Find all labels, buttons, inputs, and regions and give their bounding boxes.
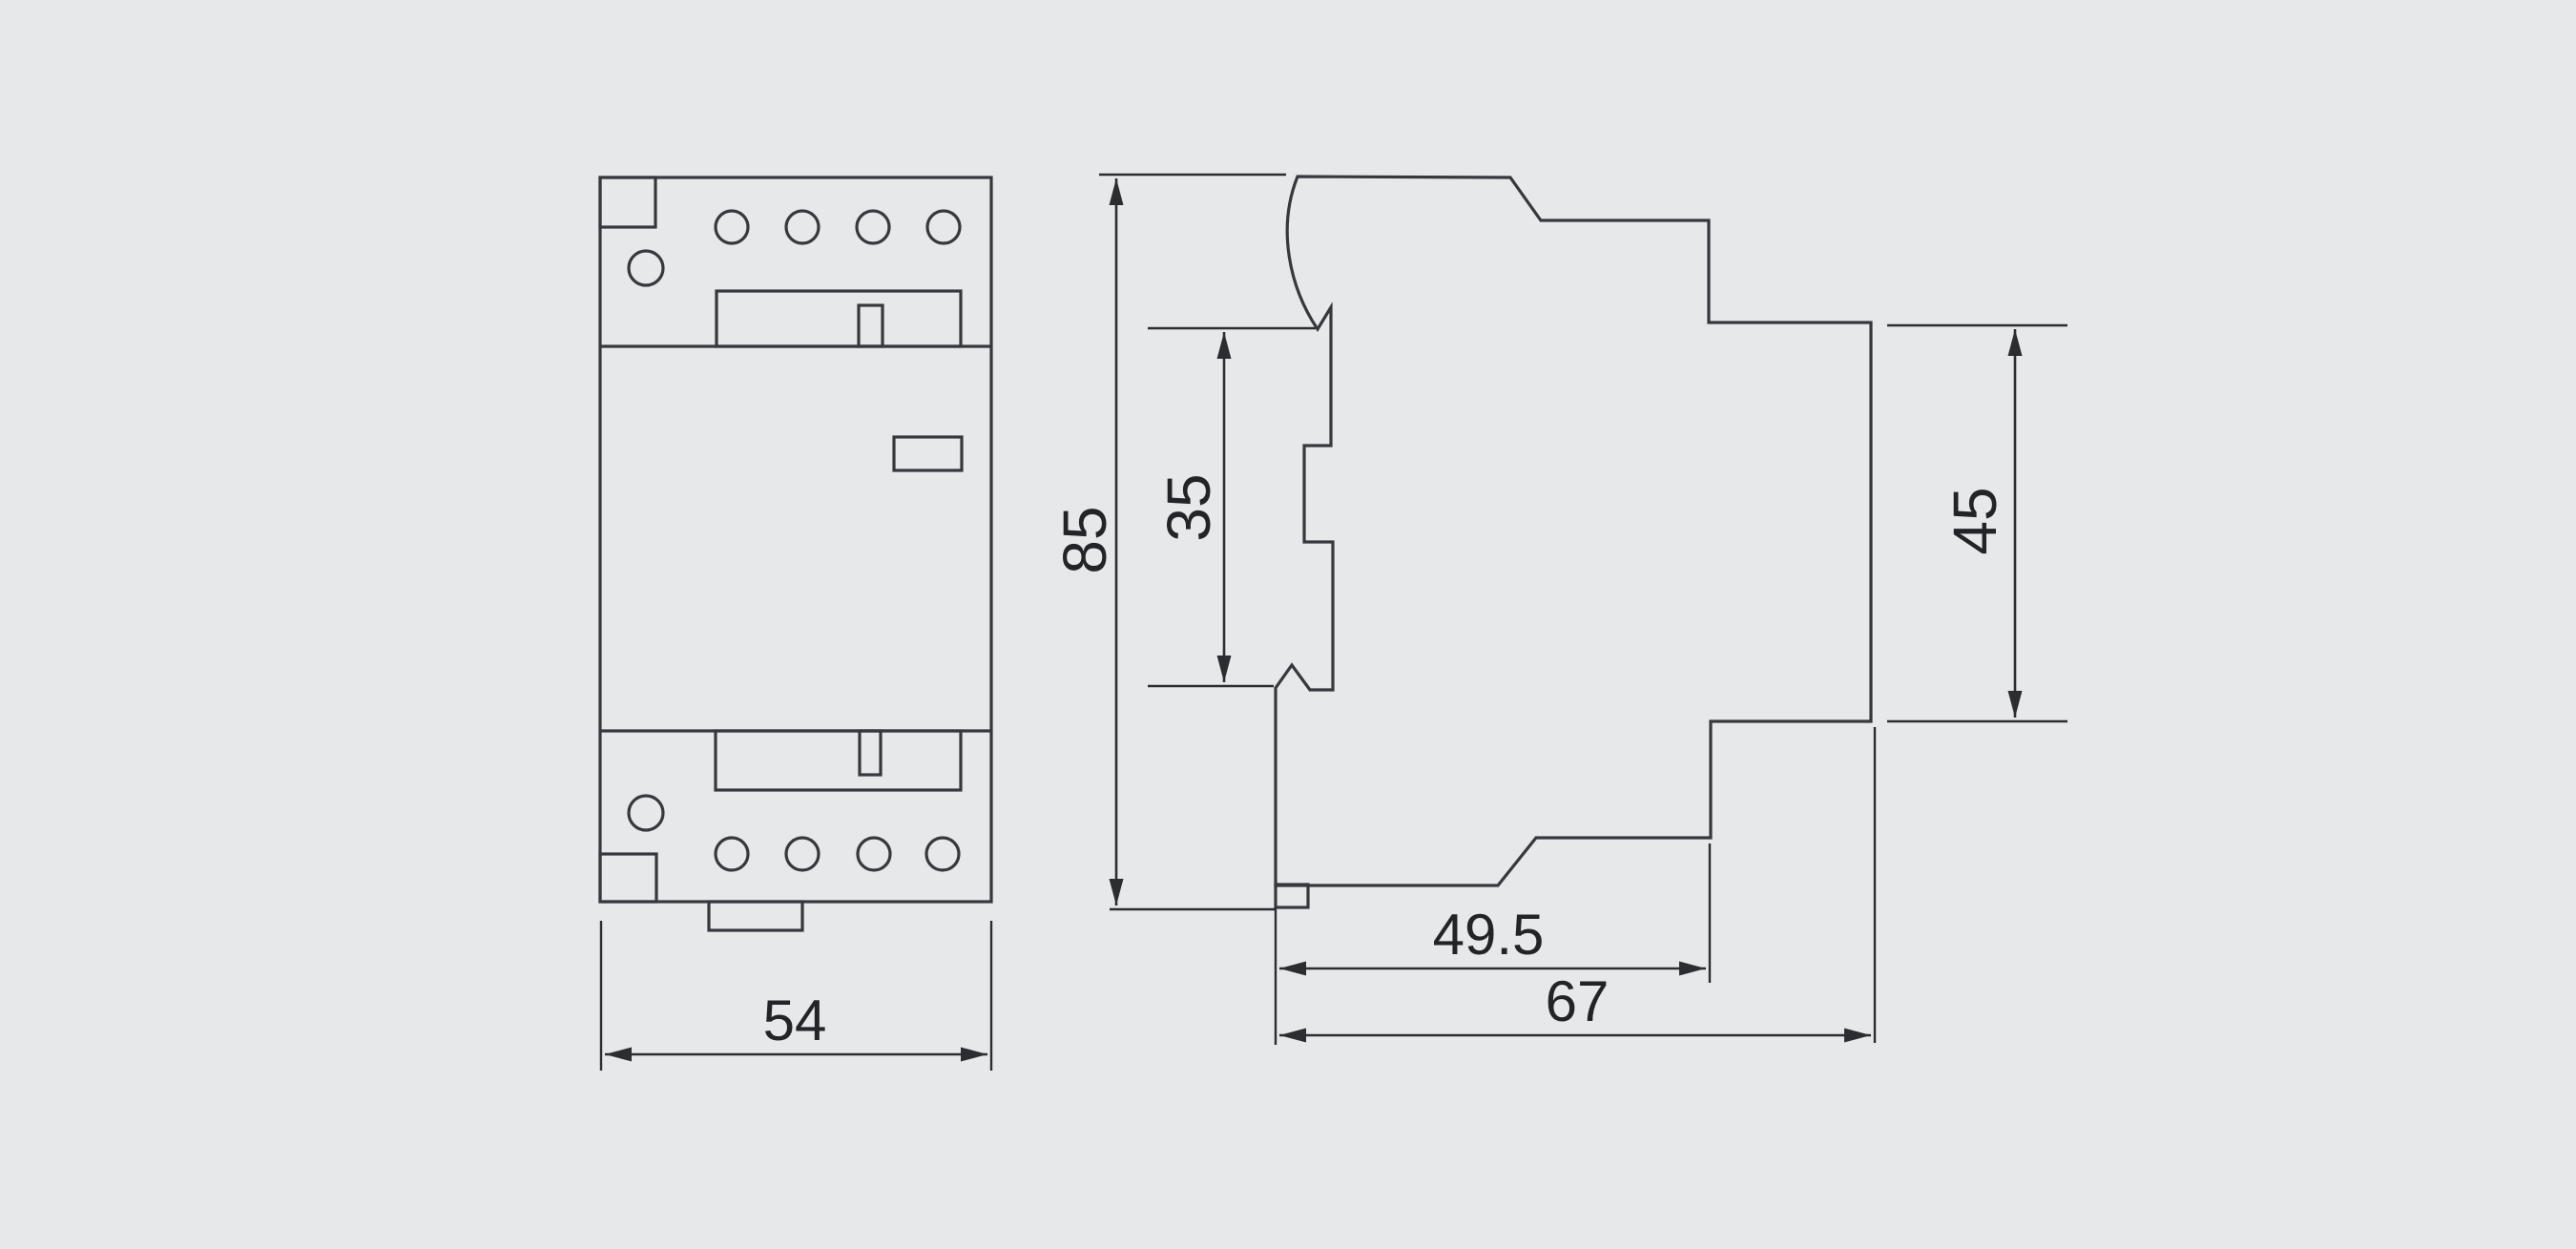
dimension-label-45: 45 — [1941, 487, 2009, 554]
bottom-terminal-circle — [784, 836, 821, 872]
dimension-depth-partial: 49.5 — [1274, 843, 1712, 1045]
top-left-square — [598, 176, 657, 229]
dimension-label-54: 54 — [763, 989, 827, 1052]
upper-bar-notch — [857, 303, 884, 348]
top-terminal-circle — [714, 209, 750, 245]
din-clip-foot — [1274, 883, 1310, 909]
dimension-rail-height: 35 — [1148, 326, 1316, 688]
dimension-label-85: 85 — [1050, 506, 1119, 573]
bottom-terminal-circle — [856, 836, 892, 872]
indicator-window — [892, 435, 964, 472]
dimension-label-67: 67 — [1546, 969, 1610, 1033]
front-view — [598, 176, 993, 932]
bottom-terminal-circle — [714, 836, 750, 872]
lower-label-bar — [714, 729, 963, 792]
bottom-left-square — [598, 852, 658, 904]
side-profile-view — [1274, 175, 1873, 909]
top-terminal-circle — [855, 209, 891, 245]
dimension-overall-height: 85 — [1050, 173, 1286, 911]
top-terminal-circle — [784, 209, 821, 245]
side-profile-outline — [1274, 175, 1873, 887]
lower-bar-notch — [858, 729, 883, 777]
dimension-body-height: 45 — [1887, 323, 2067, 723]
front-view-body-outline — [598, 176, 993, 904]
dimension-depth-overall: 67 — [1279, 727, 1877, 1043]
lower-left-screw-circle — [627, 794, 665, 832]
bottom-terminal-circle — [924, 836, 961, 872]
upper-label-bar — [715, 289, 963, 348]
dimension-label-49.5: 49.5 — [1433, 903, 1545, 967]
top-terminal-circle — [925, 209, 962, 245]
dimension-label-35: 35 — [1154, 473, 1223, 541]
upper-left-screw-circle — [627, 249, 665, 287]
bottom-clip-tab — [707, 900, 804, 932]
dimension-front-width: 54 — [599, 921, 993, 1071]
